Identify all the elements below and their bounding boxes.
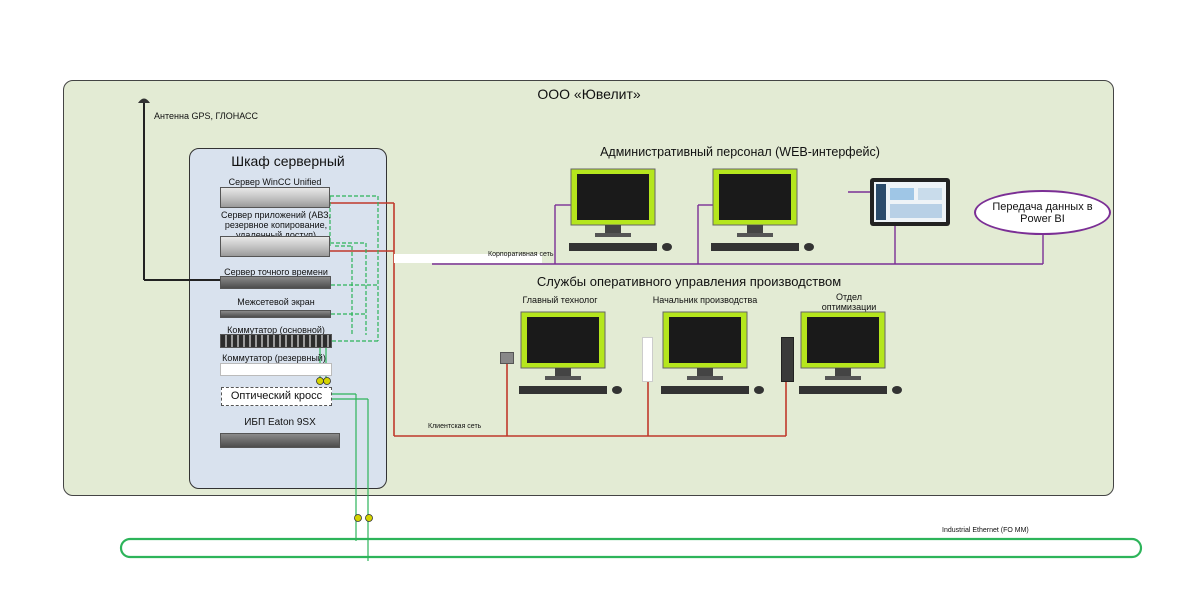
firewall-icon [220, 310, 331, 318]
tablet-dashboard [870, 178, 952, 233]
computer-icon [519, 311, 622, 394]
switch-reserve-label: Коммутатор (резервный) [222, 353, 326, 363]
tower-white-icon [642, 337, 653, 382]
ws2-workstation [659, 310, 769, 403]
services-title: Службы оперативного управления производс… [536, 274, 842, 289]
computer-icon [799, 311, 902, 394]
switch-main-label: Коммутатор (основной) [227, 325, 325, 335]
admin-workstation-2 [709, 167, 819, 260]
time-server-icon [220, 276, 331, 289]
ie-label: Industrial Ethernet (FO MM) [942, 527, 1029, 534]
ups-icon [220, 433, 340, 448]
powerbi-bubble: Передача данных в Power BI [974, 190, 1111, 235]
small-device-icon [500, 352, 514, 364]
fiber-coupler-icon [316, 377, 373, 522]
app-server-label: Сервер приложений (АВЗ, резервное копиро… [220, 210, 332, 240]
client-net-label: Клиентская сеть [428, 423, 482, 430]
ws1-label: Главный технолог [522, 295, 598, 305]
computer-icon [569, 168, 672, 251]
ws1-workstation [517, 310, 627, 403]
wincc-label: Сервер WinCC Unified [228, 177, 322, 187]
wincc-server-icon [220, 187, 330, 208]
computer-icon [661, 311, 764, 394]
corp-net-label: Корпоративная сеть [488, 251, 554, 258]
firewall-label: Межсетевой экран [237, 297, 315, 307]
industrial-ethernet-ring [119, 537, 1143, 559]
ws2-label: Начальник производства [652, 295, 758, 305]
computer-icon [711, 168, 814, 251]
tower-dark-icon [781, 337, 794, 382]
admin-title: Административный персонал (WEB-интерфейс… [600, 145, 880, 159]
ws3-workstation [797, 310, 907, 403]
switch-main-icon [220, 334, 332, 348]
optical-cross: Оптический кросс [221, 387, 332, 406]
time-server-label: Сервер точного времени [224, 267, 328, 277]
tablet-icon [870, 178, 950, 226]
switch-reserve-icon [220, 363, 332, 376]
company-title: ООО «Ювелит» [537, 86, 641, 102]
ups-label: ИБП Eaton 9SX [244, 417, 316, 428]
gps-label: Антенна GPS, ГЛОНАСС [154, 111, 259, 121]
cabinet-title: Шкаф серверный [231, 153, 345, 169]
gps-antenna-icon [138, 98, 222, 281]
admin-workstation-1 [567, 167, 677, 260]
app-server-icon [220, 236, 330, 257]
